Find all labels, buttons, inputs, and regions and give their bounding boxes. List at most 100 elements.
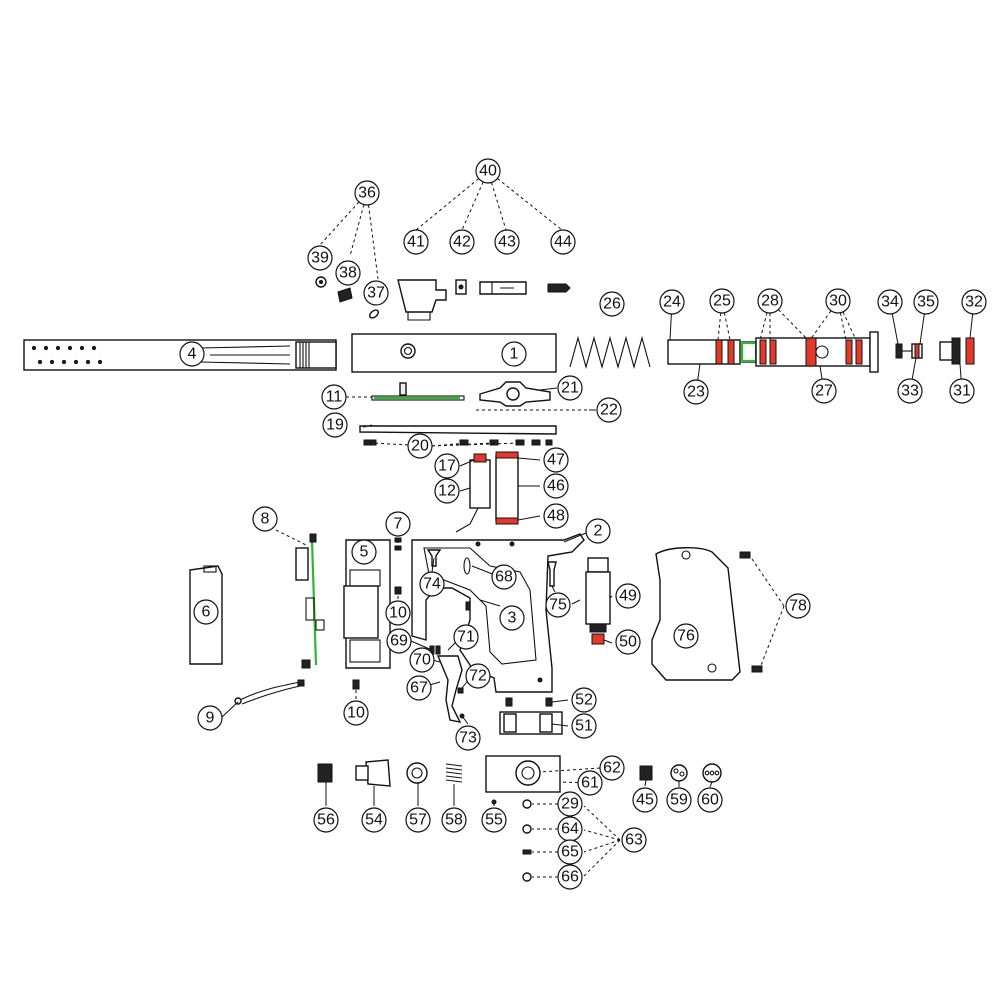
svg-text:50: 50 — [619, 634, 637, 651]
svg-text:27: 27 — [815, 383, 833, 400]
grip-panel-part — [651, 547, 763, 681]
svg-text:46: 46 — [547, 478, 565, 495]
callout-55: 55 — [481, 807, 507, 833]
callout-10-lower: 10 — [343, 700, 369, 726]
svg-text:71: 71 — [457, 629, 475, 646]
svg-text:52: 52 — [575, 692, 593, 709]
svg-text:69: 69 — [390, 633, 408, 650]
callout-67: 67 — [406, 675, 432, 701]
callout-23: 23 — [683, 379, 709, 405]
svg-text:37: 37 — [367, 285, 385, 302]
callout-71: 71 — [453, 624, 479, 650]
svg-text:3: 3 — [508, 610, 517, 627]
callout-41: 41 — [403, 229, 429, 255]
svg-text:4: 4 — [188, 346, 197, 363]
svg-text:28: 28 — [761, 293, 779, 310]
callout-17: 17 — [434, 453, 460, 479]
callout-11: 11 — [321, 384, 347, 410]
callout-45: 45 — [632, 787, 658, 813]
svg-text:58: 58 — [445, 812, 463, 829]
callout-69: 69 — [386, 628, 412, 654]
svg-text:66: 66 — [561, 869, 579, 886]
solenoid-part — [455, 451, 519, 533]
callout-57: 57 — [405, 807, 431, 833]
svg-text:59: 59 — [670, 792, 688, 809]
callout-52: 52 — [571, 687, 597, 713]
svg-text:17: 17 — [438, 458, 456, 475]
callout-48: 48 — [543, 503, 569, 529]
callout-59: 59 — [666, 787, 692, 813]
callout-29: 29 — [557, 791, 583, 817]
svg-text:42: 42 — [453, 234, 471, 251]
valve-assembly-part — [740, 331, 879, 373]
svg-text:54: 54 — [365, 812, 383, 829]
callout-47: 47 — [543, 447, 569, 473]
callout-10-upper: 10 — [385, 600, 411, 626]
svg-text:25: 25 — [713, 293, 731, 310]
callout-37: 37 — [363, 280, 389, 306]
svg-text:24: 24 — [663, 294, 681, 311]
svg-text:21: 21 — [561, 380, 579, 397]
callout-44: 44 — [550, 229, 576, 255]
callout-63: 63 — [621, 827, 647, 853]
svg-text:8: 8 — [261, 511, 270, 528]
svg-text:45: 45 — [636, 792, 654, 809]
svg-text:1: 1 — [510, 346, 519, 363]
svg-text:38: 38 — [339, 265, 357, 282]
svg-text:44: 44 — [554, 234, 572, 251]
callout-3: 3 — [499, 605, 525, 631]
callout-33: 33 — [897, 378, 923, 404]
leader-lines — [221, 170, 975, 878]
svg-text:62: 62 — [603, 760, 621, 777]
callout-12: 12 — [434, 478, 460, 504]
svg-text:7: 7 — [394, 516, 403, 533]
callout-19: 19 — [322, 412, 348, 438]
callout-40: 40 — [475, 158, 501, 184]
callout-42: 42 — [449, 229, 475, 255]
regulator-part — [585, 557, 611, 645]
svg-text:73: 73 — [459, 730, 477, 747]
callout-49: 49 — [615, 583, 641, 609]
callout-74: 74 — [419, 571, 445, 597]
callout-2: 2 — [585, 518, 611, 544]
callout-7: 7 — [385, 511, 411, 537]
rail-parts — [359, 381, 590, 446]
callout-75: 75 — [545, 592, 571, 618]
svg-text:32: 32 — [965, 294, 983, 311]
svg-text:65: 65 — [561, 844, 579, 861]
circuit-board-part — [234, 533, 325, 705]
svg-text:30: 30 — [829, 293, 847, 310]
svg-text:23: 23 — [687, 384, 705, 401]
svg-text:40: 40 — [479, 163, 497, 180]
svg-text:22: 22 — [600, 402, 618, 419]
callout-39: 39 — [307, 245, 333, 271]
svg-text:39: 39 — [311, 250, 329, 267]
svg-text:6: 6 — [202, 604, 211, 621]
svg-text:56: 56 — [317, 812, 335, 829]
trigger-frame-block-part — [499, 697, 563, 735]
callout-56: 56 — [313, 807, 339, 833]
callout-72: 72 — [465, 663, 491, 689]
svg-text:29: 29 — [561, 796, 579, 813]
callout-66: 66 — [557, 864, 583, 890]
pin-part — [895, 343, 923, 359]
callout-36: 36 — [354, 180, 380, 206]
bolt-part — [667, 339, 741, 365]
callout-58: 58 — [441, 807, 467, 833]
callout-35: 35 — [913, 289, 939, 315]
callout-27: 27 — [811, 378, 837, 404]
svg-text:11: 11 — [326, 389, 343, 406]
svg-text:2: 2 — [594, 523, 603, 540]
callout-65: 65 — [557, 839, 583, 865]
callout-78: 78 — [785, 593, 811, 619]
svg-text:10: 10 — [389, 605, 407, 622]
callout-8: 8 — [252, 506, 278, 532]
svg-text:19: 19 — [326, 417, 344, 434]
callout-62: 62 — [599, 755, 625, 781]
svg-text:41: 41 — [407, 234, 425, 251]
svg-text:55: 55 — [485, 812, 503, 829]
callout-22: 22 — [596, 397, 622, 423]
callout-73: 73 — [455, 725, 481, 751]
callout-21: 21 — [557, 375, 583, 401]
svg-text:61: 61 — [581, 775, 599, 792]
